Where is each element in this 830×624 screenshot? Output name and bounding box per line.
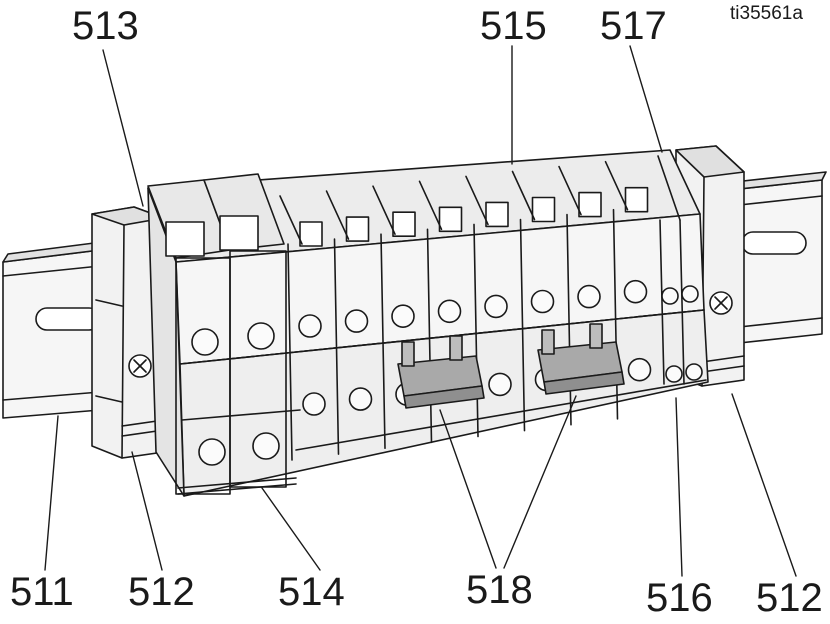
small-terminal-screw xyxy=(685,363,703,381)
terminal-screw xyxy=(391,304,415,329)
terminal-screw xyxy=(577,284,601,309)
callout-512-right: 512 xyxy=(756,576,823,620)
callout-518: 518 xyxy=(466,568,533,612)
terminal-screw xyxy=(488,372,512,397)
terminal-screw xyxy=(484,294,508,319)
rail-slot-right xyxy=(741,231,807,255)
small-terminal-screw xyxy=(661,287,679,305)
callout-517: 517 xyxy=(600,4,667,48)
terminal-top-edge xyxy=(558,165,582,216)
large-terminal-screw xyxy=(247,322,275,350)
terminal-screw xyxy=(623,279,648,304)
figure-id: ti35561a xyxy=(730,3,803,24)
terminal-divider xyxy=(333,238,340,455)
terminal-screw xyxy=(344,309,369,333)
terminal-entry-slot xyxy=(392,211,416,237)
callout-512-left: 512 xyxy=(128,570,195,614)
jumper-right xyxy=(537,323,625,395)
terminal-entry-slot xyxy=(299,221,323,247)
terminal-divider xyxy=(473,223,479,438)
terminal-entry-slot xyxy=(438,206,463,233)
terminal-top-edge xyxy=(418,180,443,231)
terminal-entry-slot xyxy=(345,216,370,242)
leader-514 xyxy=(261,487,321,571)
leader-lines xyxy=(44,45,797,577)
terminal-screw xyxy=(348,387,373,411)
leader-518-b xyxy=(503,395,577,569)
rail-slot-left xyxy=(35,307,101,331)
terminal-screw xyxy=(530,289,555,314)
leader-512-right xyxy=(731,393,797,577)
leader-517 xyxy=(629,45,663,153)
din-rail xyxy=(2,171,827,419)
leader-512-left xyxy=(131,451,163,571)
terminal-top-edge xyxy=(465,175,489,226)
callout-515: 515 xyxy=(480,4,547,48)
large-terminal-screw xyxy=(191,328,219,356)
terminal-top-edge xyxy=(325,190,350,240)
large-terminals xyxy=(147,173,297,495)
terminal-top-edge xyxy=(511,170,536,221)
leader-511 xyxy=(44,415,59,571)
small-terminals xyxy=(657,155,703,385)
callout-516: 516 xyxy=(646,576,713,620)
terminal-top-edge xyxy=(604,160,629,211)
callout-514: 514 xyxy=(278,570,345,614)
small-terminal-screw xyxy=(681,285,699,303)
terminal-entry-slot xyxy=(624,186,649,213)
terminal-screw xyxy=(627,357,652,382)
jumper-left xyxy=(397,335,485,409)
leader-518-a xyxy=(439,409,497,569)
terminal-divider xyxy=(426,228,433,444)
terminal-top-edge xyxy=(279,195,303,245)
large-terminal-screw xyxy=(252,432,280,460)
terminal-screw xyxy=(302,392,326,416)
terminal-entry-slot xyxy=(578,191,602,218)
leader-516 xyxy=(675,397,683,577)
terminal-divider xyxy=(380,233,386,450)
small-terminal-screw xyxy=(665,365,683,383)
terminal-screw xyxy=(437,299,462,324)
terminal-screw xyxy=(298,314,322,338)
terminal-divider xyxy=(287,243,293,461)
terminal-top-edge xyxy=(372,185,396,235)
terminal-divider xyxy=(519,218,526,432)
terminal-entry-slot xyxy=(485,201,509,228)
end-stop-left xyxy=(91,206,165,459)
terminal-entry-slot xyxy=(531,196,556,223)
callout-513: 513 xyxy=(72,4,139,48)
callout-511: 511 xyxy=(10,570,74,614)
leader-513 xyxy=(102,49,144,207)
large-terminal-screw xyxy=(198,438,226,466)
